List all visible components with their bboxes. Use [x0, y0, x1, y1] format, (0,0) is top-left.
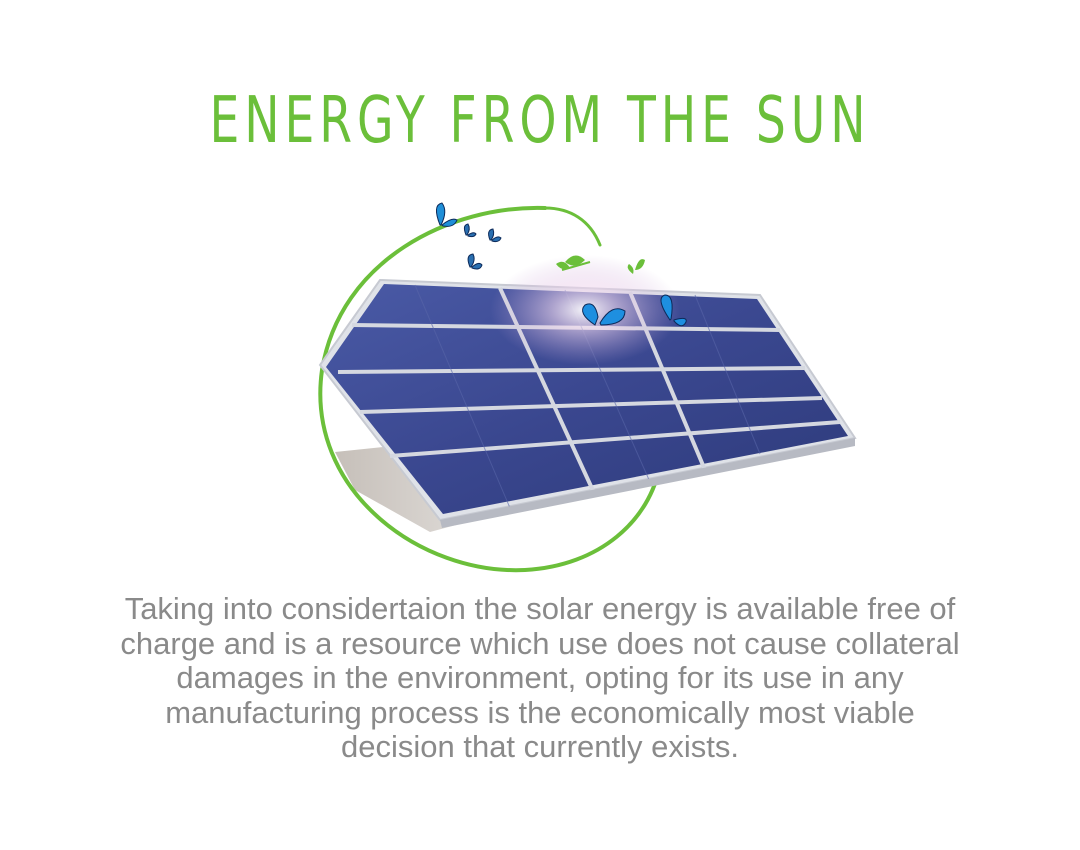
- solar-panel-illustration: [318, 202, 857, 573]
- description-text: Taking into considertaion the solar ener…: [120, 591, 960, 764]
- green-swirl: [318, 205, 662, 573]
- butterfly-icon: [436, 202, 458, 227]
- page-title: ENERGY FROM THE SUN: [209, 84, 871, 158]
- butterfly-icon: [467, 253, 483, 270]
- butterfly-icon: [582, 303, 626, 326]
- leaf-icon: [556, 255, 591, 271]
- butterfly-icon: [660, 294, 687, 327]
- butterfly-icon: [488, 228, 502, 243]
- butterfly-icon: [463, 223, 477, 238]
- leaf-icon: [627, 259, 645, 274]
